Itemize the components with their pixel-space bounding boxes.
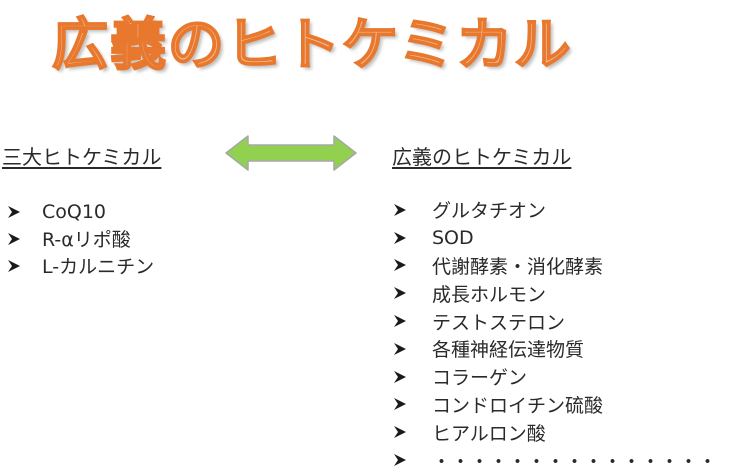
list-item-label: L-カルニチン [42, 256, 155, 278]
list-item: 代謝酵素・消化酵素 [392, 252, 717, 280]
list-item: コンドロイチン硫酸 [392, 391, 717, 419]
list-item: コラーゲン [392, 363, 717, 391]
page-title: 広義のヒトケミカル [51, 12, 573, 79]
list-item: L-カルニチン [6, 252, 154, 279]
list-item: テストステロン [392, 307, 717, 335]
list-item-label: コンドロイチン硫酸 [432, 394, 604, 417]
list-item-label: コラーゲン [432, 367, 528, 390]
list-item: SOD [392, 224, 717, 252]
list-item-label: 成長ホルモン [432, 283, 547, 306]
list-item-label: ヒアルロン酸 [432, 422, 546, 445]
list-item-label: グルタチオン [432, 200, 547, 223]
list-item: 各種神経伝達物質 [392, 335, 717, 363]
list-item-label: R-αリポ酸 [42, 229, 131, 251]
right-item-list: グルタチオン SOD 代謝酵素・消化酵素 成長ホルモン テストステロン 各種神経… [392, 196, 717, 474]
list-item-label: 代謝酵素・消化酵素 [432, 255, 604, 278]
list-item: グルタチオン [392, 196, 717, 224]
list-item: ・・・・・・・・・・・・・・・ [392, 446, 717, 474]
list-item-label: テストステロン [432, 311, 566, 334]
list-item: ヒアルロン酸 [392, 418, 717, 446]
list-item-label: 各種神経伝達物質 [432, 339, 585, 362]
arrowhead-bullet-icon [394, 370, 406, 383]
arrowhead-bullet-icon [394, 203, 406, 216]
list-item: R-αリポ酸 [6, 225, 154, 252]
arrowhead-bullet-icon [394, 315, 406, 328]
arrowhead-bullet-icon [394, 342, 406, 355]
arrowhead-bullet-icon [394, 398, 406, 411]
left-item-list: CoQ10 R-αリポ酸 L-カルニチン [6, 198, 154, 279]
arrowhead-bullet-icon [394, 454, 406, 467]
arrowhead-bullet-icon [8, 259, 20, 272]
arrowhead-bullet-icon [394, 426, 406, 439]
list-item-label: ・・・・・・・・・・・・・・・ [432, 450, 718, 473]
left-heading: 三大ヒトケミカル [2, 145, 162, 169]
list-item: CoQ10 [6, 198, 154, 225]
double-headed-arrow-icon [225, 135, 357, 171]
arrowhead-bullet-icon [394, 259, 406, 272]
list-item-label: CoQ10 [42, 200, 107, 223]
right-heading: 広義のヒトケミカル [392, 145, 572, 169]
arrowhead-bullet-icon [394, 231, 406, 244]
list-item: 成長ホルモン [392, 279, 717, 307]
arrowhead-bullet-icon [394, 287, 406, 300]
arrowhead-bullet-icon [8, 205, 20, 218]
arrowhead-bullet-icon [8, 232, 20, 245]
list-item-label: SOD [432, 226, 474, 249]
